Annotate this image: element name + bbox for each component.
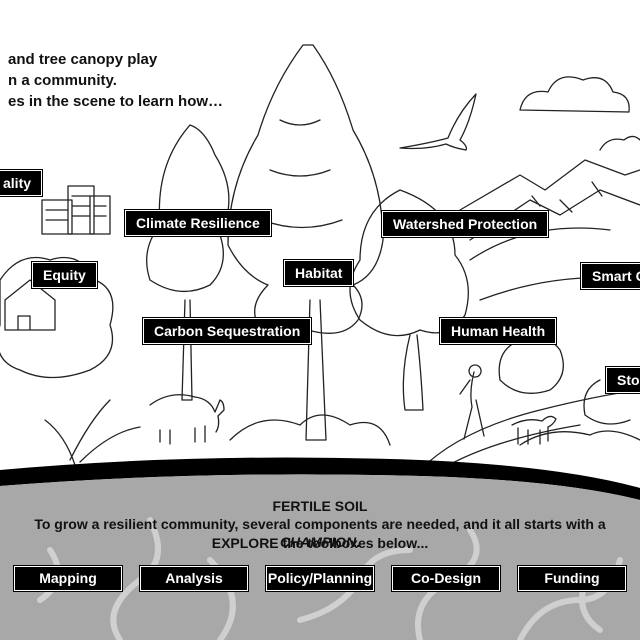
toolbox-analysis-button[interactable]: Analysis <box>140 566 248 591</box>
intro-text: and tree canopy play n a community. es i… <box>0 50 223 113</box>
soil-heading: FERTILE SOIL <box>272 498 368 514</box>
cloud-1 <box>519 76 630 113</box>
soil-area <box>0 474 640 640</box>
left-tree <box>146 124 230 293</box>
eagle <box>399 93 477 151</box>
toolbox-policy-planning-button[interactable]: Policy/Planning <box>266 566 374 591</box>
ground-band <box>0 457 640 500</box>
toolbox-mapping-button[interactable]: Mapping <box>14 566 122 591</box>
cloud-2 <box>599 135 640 151</box>
label-quality[interactable]: ality <box>0 170 43 196</box>
soil-body: To grow a resilient community, several c… <box>0 515 640 551</box>
intro-line-3: es in the scene to learn how… <box>8 93 224 110</box>
label-climate-resilience[interactable]: Climate Resilience <box>125 210 271 236</box>
intro-line-2: n a community. <box>8 72 117 89</box>
person <box>459 364 485 440</box>
intro-line-1: and tree canopy play <box>8 51 158 68</box>
fern <box>44 399 141 466</box>
toolbox-funding-button[interactable]: Funding <box>518 566 626 591</box>
building-1 <box>41 199 73 235</box>
tall-tree <box>227 44 384 335</box>
champion-text: CHAMPION <box>279 534 357 550</box>
label-stormwater[interactable]: Sto <box>606 367 640 393</box>
label-smart-growth[interactable]: Smart Gr <box>581 263 640 289</box>
deer <box>149 394 225 445</box>
house <box>4 279 56 331</box>
bush-left <box>0 256 114 379</box>
label-watershed-protection[interactable]: Watershed Protection <box>382 211 549 237</box>
label-human-health[interactable]: Human Health <box>440 318 557 344</box>
soil-body-text: To grow a resilient community, several c… <box>34 516 606 532</box>
label-equity[interactable]: Equity <box>32 262 97 288</box>
toolbox-co-design-button[interactable]: Co-Design <box>392 566 500 591</box>
path <box>419 389 640 471</box>
label-habitat[interactable]: Habitat <box>284 260 354 286</box>
soil-explore: EXPLORE the toolboxes below... <box>211 535 429 551</box>
building-3 <box>89 195 111 235</box>
soil-body-end: . <box>356 534 361 550</box>
label-carbon-sequestration[interactable]: Carbon Sequestration <box>143 318 312 344</box>
tree-right-2 <box>498 336 564 394</box>
right-tree <box>349 189 469 337</box>
dog <box>511 415 557 445</box>
